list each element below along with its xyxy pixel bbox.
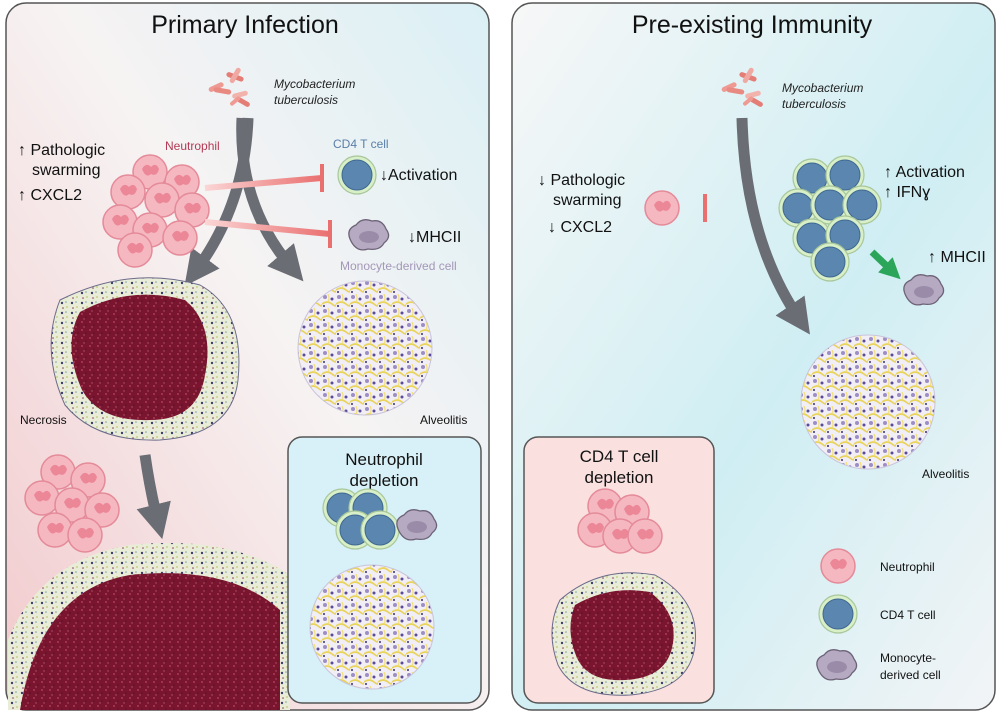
large-necrotic-granuloma	[8, 543, 290, 710]
neutrophil-label-left: Neutrophil	[165, 139, 220, 153]
alveolitis-right	[800, 334, 936, 470]
necrotic-granuloma-inset-right	[551, 572, 696, 696]
activation-up: ↑ Activation	[884, 164, 965, 181]
mtb-label-right-2: tuberculosis	[782, 97, 846, 111]
mtb-label-left-2: tuberculosis	[274, 93, 338, 107]
necrotic-granuloma	[50, 277, 240, 441]
activation-down: ↓Activation	[380, 167, 457, 184]
legend-neutrophil-icon	[820, 548, 856, 584]
alveolitis-left	[297, 280, 433, 416]
alveolitis-label-right: Alveolitis	[922, 467, 969, 481]
right-effect-line2: swarming	[553, 192, 621, 209]
right-panel-title: Pre-existing Immunity	[632, 11, 873, 39]
arrow-mtb-to-alveolitis	[236, 117, 304, 282]
legend-cd4-label: CD4 T cell	[880, 608, 936, 622]
inset-left-line1: Neutrophil	[345, 450, 423, 469]
inset-right-line1: CD4 T cell	[580, 447, 659, 466]
arrow-to-large-granuloma	[136, 454, 171, 540]
mhcii-up: ↑ MHCII	[928, 249, 986, 266]
inset-right-line2: depletion	[584, 468, 653, 487]
legend-monocyte-label-2: derived cell	[880, 668, 941, 682]
necrosis-label: Necrosis	[20, 413, 67, 427]
legend-cd4-icon	[818, 594, 858, 634]
ifng-up: ↑ IFNɣ	[884, 184, 930, 201]
mtb-label-left-1: Mycobacterium	[274, 77, 355, 91]
mtb-label-right-1: Mycobacterium	[782, 81, 863, 95]
left-effect-line3: ↑ CXCL2	[18, 187, 82, 204]
legend-monocyte-label-1: Monocyte-	[880, 651, 936, 665]
arrow-mtb-to-alveolitis-right	[736, 117, 810, 335]
inhibit-neutrophil-mono	[204, 219, 331, 237]
left-effect-line1: ↑ Pathologic	[18, 142, 105, 159]
inset-left-line2: depletion	[349, 471, 418, 490]
inhibit-neutrophil-cd4	[204, 175, 323, 191]
left-panel-title: Primary Infection	[151, 11, 339, 39]
alveolitis-inset-left	[309, 564, 435, 690]
right-effect-line1: ↓ Pathologic	[538, 172, 625, 189]
monocyte-label-left: Monocyte-derived cell	[340, 259, 457, 273]
left-effect-line2: swarming	[32, 162, 100, 179]
neutrophil-right	[644, 190, 680, 226]
alveolitis-label-left: Alveolitis	[420, 413, 467, 427]
cd4-cell-left	[337, 155, 377, 195]
mhcii-down: ↓MHCII	[408, 229, 461, 246]
legend-neutrophil-label: Neutrophil	[880, 560, 935, 574]
activate-arrow-mono	[869, 249, 901, 280]
cd4-label-left: CD4 T cell	[333, 137, 389, 151]
right-effect-line3: ↓ CXCL2	[548, 219, 612, 236]
